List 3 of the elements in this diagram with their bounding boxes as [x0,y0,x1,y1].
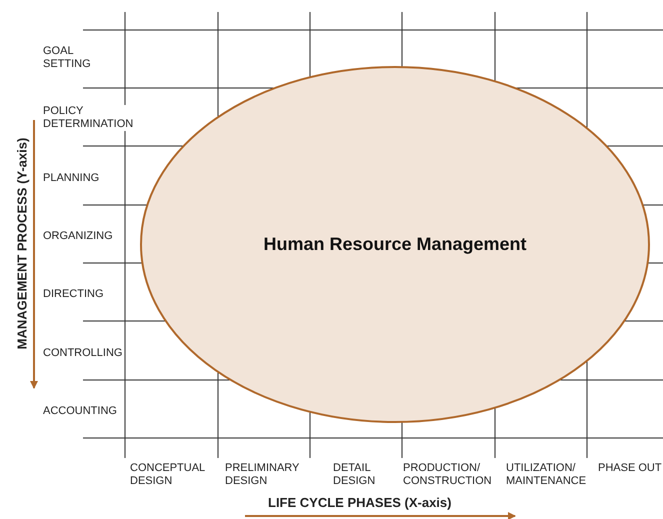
axis-title: MANAGEMENT PROCESS (Y-axis) [16,136,28,352]
ellipse-title: Human Resource Management [263,234,527,255]
axis-title: LIFE CYCLE PHASES (X-axis) [268,496,452,509]
